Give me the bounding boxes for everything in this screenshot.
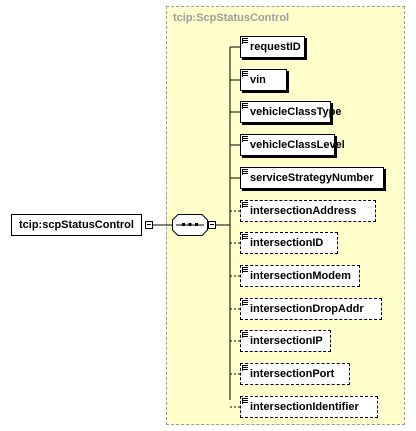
element-icon [242, 300, 248, 306]
element-vin[interactable]: vin [240, 69, 287, 91]
element-intersection-modem[interactable]: intersectionModem [240, 265, 360, 287]
element-label: intersectionID [250, 237, 324, 249]
element-label: vehicleClassType [250, 106, 342, 118]
element-label: vehicleClassLevel [250, 139, 345, 151]
element-icon [242, 267, 248, 273]
element-label: requestID [250, 41, 301, 53]
element-intersection-port[interactable]: intersectionPort [240, 363, 350, 385]
element-icon [242, 202, 248, 208]
element-icon [242, 136, 248, 142]
root-element-label: tcip:scpStatusControl [19, 219, 134, 231]
collapse-sequence-toggle-icon[interactable] [208, 221, 216, 229]
element-icon [242, 169, 248, 175]
element-label: intersectionAddress [250, 205, 357, 217]
element-intersection-identifier[interactable]: intersectionIdentifier [240, 396, 378, 418]
element-request-id[interactable]: requestID [240, 36, 305, 58]
element-label: intersectionIdentifier [250, 401, 359, 413]
element-vehicle-class-level[interactable]: vehicleClassLevel [240, 134, 345, 156]
element-label: vin [250, 74, 266, 86]
element-icon [242, 365, 248, 371]
sequence-compositor-icon [172, 214, 208, 236]
element-intersection-id[interactable]: intersectionID [240, 232, 338, 254]
element-intersection-drop-addr[interactable]: intersectionDropAddr [240, 298, 382, 320]
element-intersection-ip[interactable]: intersectionIP [240, 330, 331, 352]
element-service-strategy-number[interactable]: serviceStrategyNumber [240, 167, 384, 189]
element-icon [242, 398, 248, 404]
element-icon [242, 38, 248, 44]
element-label: intersectionIP [250, 335, 323, 347]
element-label: intersectionPort [250, 368, 335, 380]
element-vehicle-class-type[interactable]: vehicleClassType [240, 101, 342, 123]
element-icon [242, 234, 248, 240]
root-element[interactable]: tcip:scpStatusControl [11, 214, 142, 236]
complex-type-title: tcip:ScpStatusControl [173, 12, 290, 24]
element-label: intersectionModem [250, 270, 351, 282]
element-intersection-address[interactable]: intersectionAddress [240, 200, 376, 222]
collapse-root-toggle-icon[interactable] [145, 221, 153, 229]
element-label: serviceStrategyNumber [250, 172, 374, 184]
element-icon [242, 103, 248, 109]
element-icon [242, 332, 248, 338]
element-label: intersectionDropAddr [250, 303, 364, 315]
element-icon [242, 71, 248, 77]
